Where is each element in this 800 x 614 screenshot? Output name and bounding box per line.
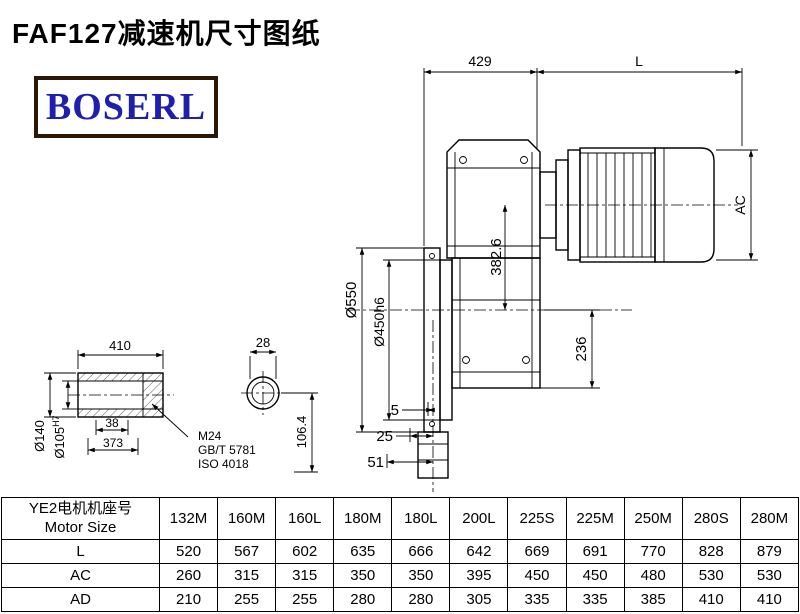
page-title: FAF127减速机尺寸图纸 — [12, 18, 321, 49]
dim-bore-diameter-value: Ø105 — [52, 427, 67, 459]
dim-foot-step-2-label: 25 — [376, 428, 393, 445]
dim-spigot-diameter-label: Ø450h6 — [371, 297, 387, 347]
dim-motor-length-label: L — [635, 53, 643, 69]
table-cell: 280 — [391, 587, 451, 612]
table-cell: 305 — [449, 587, 509, 612]
table-cell: 666 — [391, 539, 451, 564]
fan-cover — [654, 147, 715, 263]
row-label: AC — [1, 563, 160, 588]
flange-bolt-hole-icon — [429, 421, 435, 427]
column-header: 160L — [275, 497, 335, 540]
table-cell: 210 — [158, 587, 219, 612]
table-row-L: L 520 567 602 635 666 642 669 691 770 82… — [1, 539, 800, 564]
bolt-iso-label: ISO 4018 — [198, 457, 249, 471]
table-cell: 315 — [217, 563, 277, 588]
table-cell: 385 — [623, 587, 683, 612]
bolt-hole-icon — [522, 356, 530, 364]
dim-shaft-height-label: 106.4 — [294, 416, 309, 449]
table-cell: 335 — [565, 587, 625, 612]
dim-bore-diameter-label: Ø105H7 — [51, 415, 67, 458]
motor-size-header-en: Motor Size — [44, 518, 117, 536]
table-cell: 255 — [217, 587, 277, 612]
table-cell: 530 — [739, 563, 800, 588]
table-cell: 669 — [507, 539, 567, 564]
dim-shaft-outer-diameter-label: Ø140 — [32, 420, 47, 452]
table-cell: 480 — [623, 563, 683, 588]
table-cell: 450 — [507, 563, 567, 588]
table-cell: 450 — [565, 563, 625, 588]
table-cell: 395 — [449, 563, 509, 588]
boserl-logo-text: BOSERL — [45, 86, 207, 128]
dim-end-width-label: 28 — [256, 335, 270, 350]
dim-bore-depth-label: 373 — [103, 436, 123, 450]
table-cell: 770 — [623, 539, 683, 564]
table-cell: 260 — [158, 563, 219, 588]
output-flange — [423, 247, 441, 433]
bolt-hole-icon — [459, 156, 467, 164]
table-row-AC: AC 260 315 315 350 350 395 450 450 480 5… — [1, 563, 800, 588]
table-cell: 879 — [739, 539, 800, 564]
reducer-dimension-drawing: 429 L AC 382.6 Ø550 Ø450h6 236 5 25 — [32, 53, 758, 492]
table-cell: 410 — [739, 587, 800, 612]
dim-top-width-label: 429 — [468, 53, 492, 69]
column-header: 180M — [333, 497, 393, 540]
table-cell: 567 — [217, 539, 277, 564]
dim-foot-step-3-label: 51 — [367, 454, 384, 471]
column-header: 225M — [565, 497, 625, 540]
dim-shaft-step-label: 38 — [105, 416, 119, 430]
motor-size-table: YE2电机机座号 Motor Size 132M 160M 160L 180M … — [1, 497, 800, 612]
dim-flange-diameter-label: Ø550 — [343, 282, 360, 319]
table-cell: 635 — [333, 539, 393, 564]
table-cell: 530 — [681, 563, 741, 588]
main-view-dimensions: 429 L AC 382.6 Ø550 Ø450h6 236 5 25 — [343, 53, 758, 471]
dim-shaft-length-label: 410 — [109, 338, 131, 353]
dim-ac-label: AC — [732, 195, 748, 214]
shaft-detail-view: 410 Ø140 Ø105H7 38 373 M24 GB/T 5781 — [32, 335, 318, 473]
motor-size-header: YE2电机机座号 Motor Size — [1, 497, 160, 540]
table-cell: 280 — [333, 587, 393, 612]
boserl-logo: BOSERL — [34, 76, 218, 138]
table-cell: 642 — [449, 539, 509, 564]
dim-center-distance-label: 382.6 — [488, 238, 505, 276]
table-cell: 691 — [565, 539, 625, 564]
table-cell: 828 — [681, 539, 741, 564]
bolt-hole-icon — [462, 356, 470, 364]
main-view — [348, 139, 738, 492]
bolt-standard-label: GB/T 5781 — [198, 443, 256, 457]
column-header: 200L — [449, 497, 509, 540]
bolt-hole-icon — [520, 156, 528, 164]
column-header: 132M — [158, 497, 219, 540]
table-cell: 255 — [275, 587, 335, 612]
row-label: AD — [1, 587, 160, 612]
dim-foot-step-1-label: 5 — [391, 402, 399, 419]
dim-bore-tolerance: H7 — [51, 415, 61, 427]
column-header: 280S — [681, 497, 741, 540]
bolt-size-label: M24 — [198, 429, 222, 443]
table-cell: 350 — [333, 563, 393, 588]
dim-lower-height-label: 236 — [573, 336, 590, 361]
column-header: 250M — [623, 497, 683, 540]
row-label: L — [1, 539, 160, 564]
flange-bolt-hole-icon — [429, 253, 435, 259]
table-header-row: YE2电机机座号 Motor Size 132M 160M 160L 180M … — [1, 497, 800, 540]
table-cell: 315 — [275, 563, 335, 588]
column-header: 225S — [507, 497, 567, 540]
table-cell: 602 — [275, 539, 335, 564]
column-header: 180L — [391, 497, 451, 540]
column-header: 280M — [739, 497, 800, 540]
table-cell: 350 — [391, 563, 451, 588]
motor-size-header-cn: YE2电机机座号 — [28, 499, 133, 517]
table-cell: 410 — [681, 587, 741, 612]
column-header: 160M — [217, 497, 277, 540]
table-row-AD: AD 210 255 255 280 280 305 335 335 385 4… — [1, 587, 800, 612]
flange-spigot — [439, 259, 453, 421]
table-cell: 520 — [158, 539, 219, 564]
table-cell: 335 — [507, 587, 567, 612]
gear-housing-lower — [451, 257, 541, 389]
